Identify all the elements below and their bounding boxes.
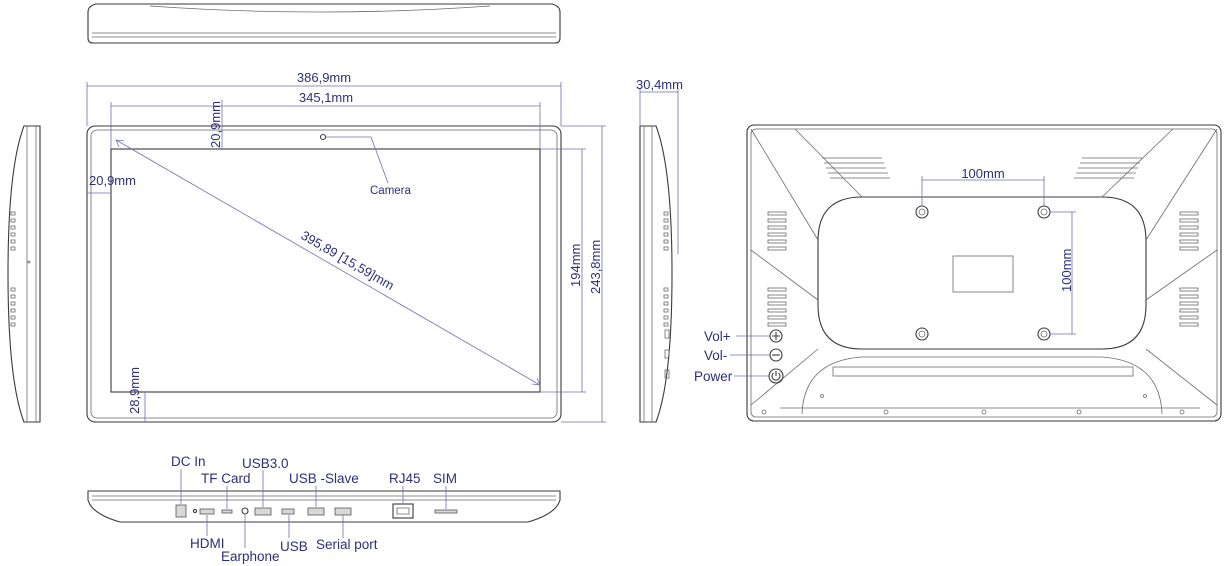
port-label-sim: SIM <box>433 471 457 486</box>
port-label-dc-in: DC In <box>171 454 206 469</box>
hdmi-port <box>199 508 215 515</box>
dim-diagonal: 395,89 [15,59]mm <box>299 228 397 293</box>
sim-slot <box>434 509 458 514</box>
tf-card-slot <box>221 509 233 514</box>
dim-vesa-vertical: 100mm <box>1059 249 1074 292</box>
front-dimensions <box>86 82 606 423</box>
dim-top-bezel: 20,9mm <box>208 101 223 148</box>
dc-in-port <box>175 504 187 518</box>
dim-depth: 30,4mm <box>636 77 683 92</box>
camera-dot <box>319 133 327 141</box>
serial-port <box>334 507 352 516</box>
right-side-view <box>639 88 679 423</box>
usb3-port <box>254 507 272 516</box>
dim-side-bezel: 20,9mm <box>89 173 136 188</box>
port-label-tf-card: TF Card <box>201 471 251 486</box>
port-label-hdmi: HDMI <box>190 536 225 551</box>
back-view <box>730 124 1222 422</box>
earphone-jack <box>241 507 249 515</box>
port-label-rj45: RJ45 <box>389 471 421 486</box>
camera-label: Camera <box>370 185 412 197</box>
vol-minus-button <box>769 348 783 362</box>
port-label-usb3: USB3.0 <box>242 456 289 471</box>
port-label-earphone: Earphone <box>221 549 280 564</box>
dim-bottom-bezel: 28,9mm <box>127 367 142 414</box>
power-button <box>768 368 784 384</box>
vol-plus-label: Vol+ <box>704 329 731 344</box>
top-edge-view <box>87 3 561 44</box>
usb-port <box>281 508 295 515</box>
power-label: Power <box>694 369 733 384</box>
port-label-serial-port: Serial port <box>316 537 378 552</box>
dim-overall-height: 243,8mm <box>588 240 603 294</box>
bottom-edge-view <box>87 469 561 548</box>
port-label-usb-slave: USB -Slave <box>289 471 359 486</box>
front-view <box>86 125 562 423</box>
dim-screen-height: 194mm <box>568 244 583 287</box>
port-label-usb: USB <box>280 539 308 554</box>
dim-vesa-horizontal: 100mm <box>961 166 1004 181</box>
plus-icon <box>772 332 780 340</box>
vol-minus-label: Vol- <box>704 348 727 363</box>
usb-slave-port <box>307 507 325 516</box>
dim-width-overall: 386,9mm <box>297 70 351 85</box>
rj45-port <box>392 503 414 519</box>
left-side-view <box>7 125 41 423</box>
power-icon <box>771 371 781 381</box>
dim-width-screen: 345,1mm <box>299 90 353 105</box>
vol-plus-button <box>769 329 783 343</box>
